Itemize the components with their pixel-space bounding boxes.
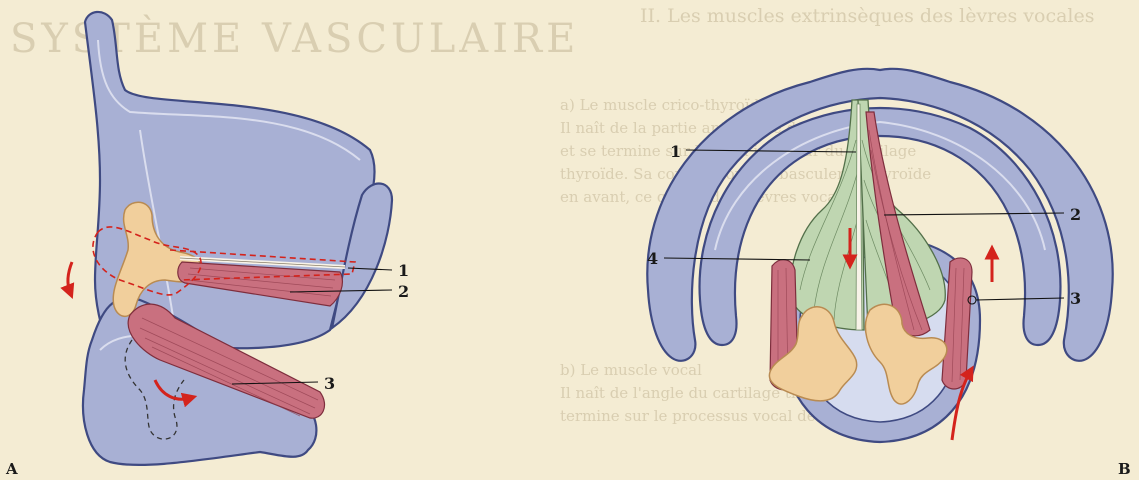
callout-a-3: 3 [324, 374, 335, 393]
figure-a-lateral-larynx: 1 2 3 A [5, 12, 409, 478]
callout-b-4: 4 [647, 249, 658, 268]
callout-a-2: 2 [398, 282, 409, 301]
callout-b-3: 3 [1070, 289, 1081, 308]
bg-heading: II. Les muscles extrinsèques des lèvres … [640, 5, 1095, 27]
panel-label-a: A [5, 460, 18, 478]
callout-b-2: 2 [1070, 205, 1081, 224]
bg-line: b) Le muscle vocal [560, 361, 702, 379]
panel-label-b: B [1118, 460, 1131, 478]
rotation-arrow-down [68, 262, 72, 292]
callout-a-1: 1 [398, 261, 409, 280]
callout-b-1: 1 [670, 142, 681, 161]
